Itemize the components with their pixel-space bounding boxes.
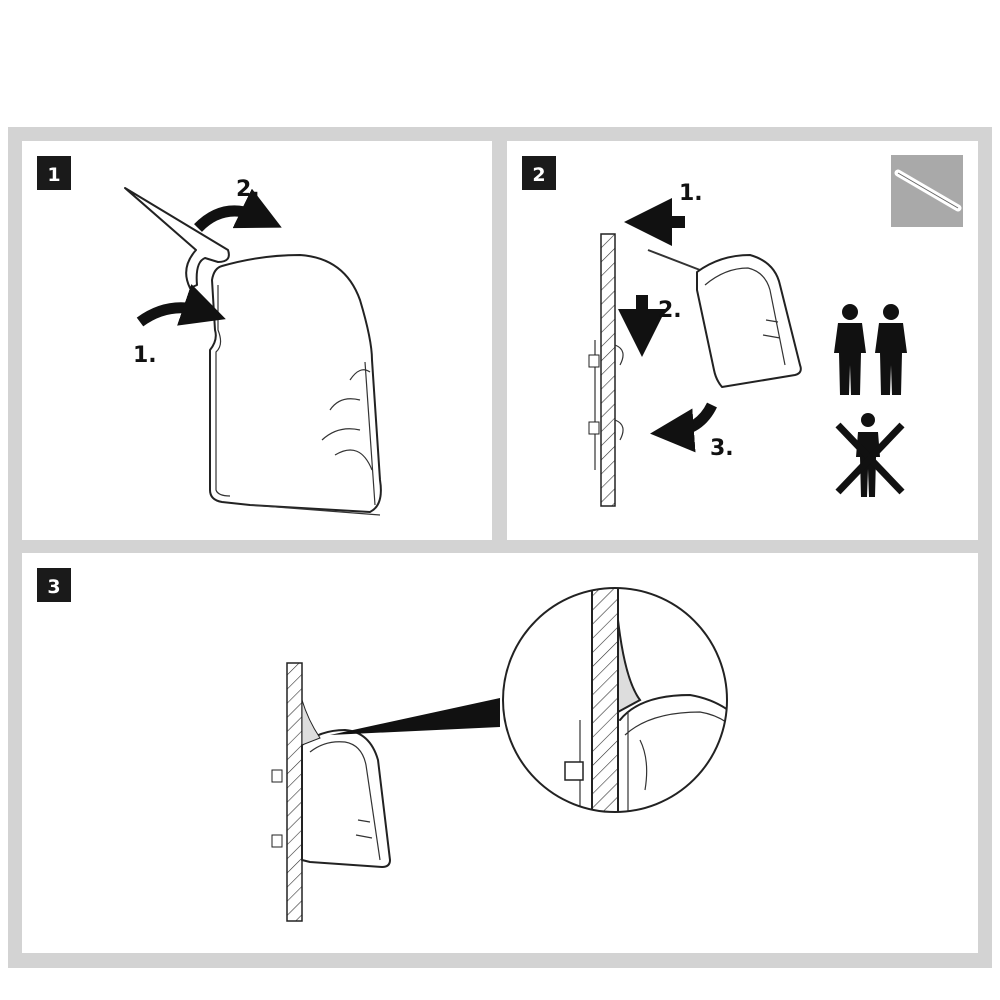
profile-inner-wall: [215, 285, 231, 497]
wall: [600, 233, 616, 507]
awning-profile: [209, 254, 382, 513]
bolt-lower: [271, 834, 283, 848]
awning-profile: [301, 729, 391, 868]
bolt-upper: [271, 769, 283, 783]
no-single-person-icon: [835, 413, 905, 497]
step-badge-2: [522, 156, 556, 190]
panel-3: [22, 553, 978, 953]
step-label-2: 2.: [236, 177, 260, 202]
seal-strip: [301, 699, 321, 746]
awning-profile: [696, 254, 802, 388]
zoom-pointer: [330, 698, 500, 735]
curved-arrow-3: [650, 402, 717, 453]
step-badge-2-number: 2: [532, 164, 545, 186]
seal-strip: [124, 187, 230, 289]
step-badge-1: [37, 156, 71, 190]
panel-1-content: 1 2. 1.: [37, 156, 382, 516]
step-badge-3-number: 3: [47, 576, 60, 598]
detail-magnifier: [502, 587, 728, 813]
step-label-1: 1.: [679, 181, 703, 206]
profile-channels: [321, 361, 376, 506]
two-persons-icon: [834, 304, 907, 395]
curved-arrow-2: [194, 188, 282, 232]
bolt-lower: [588, 421, 600, 435]
profile-inner-lines: [309, 741, 381, 861]
seal-strip: [647, 249, 701, 271]
panel-3-content: 3: [37, 568, 728, 922]
panel-2-content: 2 1. 2. 3.: [522, 155, 963, 507]
step-label-3: 3.: [710, 436, 734, 461]
profile-inner-lines: [704, 267, 786, 366]
wall: [286, 662, 303, 922]
step-badge-3: [37, 568, 71, 602]
curved-arrow-1: [136, 284, 226, 327]
step-label-1: 1.: [133, 343, 157, 368]
profile-bottom-lip: [249, 504, 381, 516]
rod-tool-icon: [891, 155, 963, 227]
bolt-upper: [588, 354, 600, 368]
step-label-2: 2.: [658, 298, 682, 323]
step-badge-1-number: 1: [47, 164, 60, 186]
